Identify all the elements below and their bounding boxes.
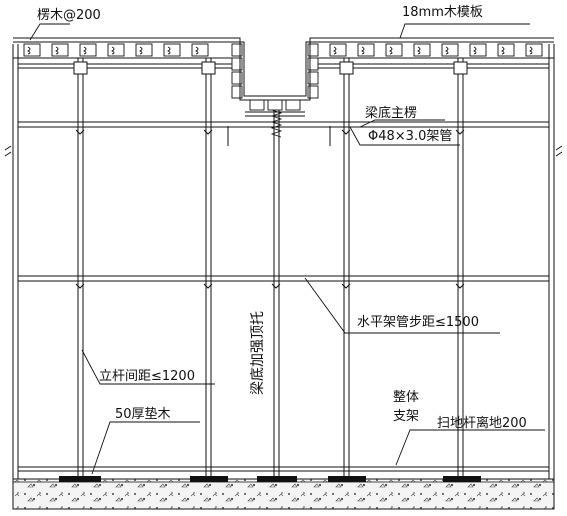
pad-label: 50厚垫木 [115,406,171,422]
frame-label-line2: 支架 [393,409,419,424]
formwork-label: 18mm木模板 [402,5,483,20]
timber-joist-label: 楞木@200 [37,8,101,23]
frame-label-line1: 整体 [393,390,419,405]
pipe-spec-label: Φ48×3.0架管 [368,129,452,144]
pole-spacing-label: 立杆间距≤1200 [99,369,195,384]
horizontal-step-label: 水平架管步距≤1500 [357,315,479,330]
beam-support-label: 梁底加强顶托 [250,311,266,395]
main-joist-label: 梁底主楞 [365,105,417,121]
side-members [4,44,563,479]
sweep-rod-label: 扫地杆离地200 [437,415,527,431]
horizontal-pipes [18,63,549,472]
ground-slab [12,478,555,510]
vertical-poles [17,58,468,477]
leader-lines [29,23,545,475]
formwork-board [13,37,554,101]
timber-joists [13,43,554,111]
base-pads [59,476,481,482]
